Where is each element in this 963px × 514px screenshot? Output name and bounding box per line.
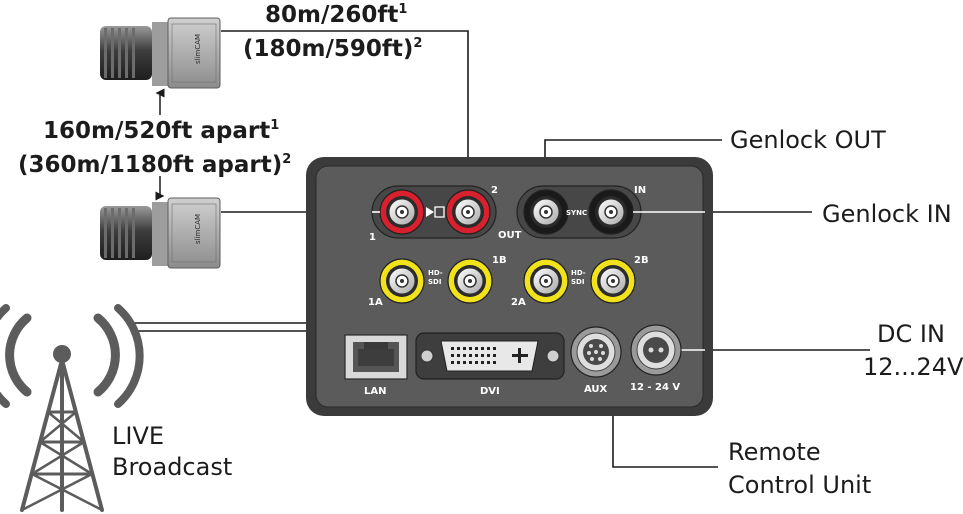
label-lan: LAN — [364, 386, 386, 397]
label-out-2: 2 — [491, 185, 498, 196]
bnc-sync-out[interactable] — [523, 189, 569, 235]
bnc-sdi-2a[interactable] — [523, 258, 569, 304]
broadcast-tower-icon — [0, 304, 144, 512]
label-hd-sdi-a-2: SDI — [428, 278, 441, 286]
label-hd-sdi-b-2: SDI — [571, 278, 584, 286]
camera-spacing-line1: 160m/520ft apart1 — [43, 118, 279, 144]
bnc-sdi-2b[interactable] — [590, 258, 636, 304]
live-label-2: Broadcast — [112, 453, 232, 481]
video-out-symbol-icon — [426, 206, 445, 218]
cable-length-line2: (180m/590ft)2 — [243, 36, 422, 62]
label-sdi-1a: 1A — [368, 297, 383, 308]
camera-top: slimCAM — [100, 17, 221, 89]
dc-in-label-2: 12...24V — [863, 353, 963, 381]
camera-brand-bottom: slimCAM — [194, 214, 202, 244]
bnc-out-1[interactable] — [379, 189, 425, 235]
camera-spacing-line2: (360m/1180ft apart)2 — [18, 152, 291, 178]
label-sync: SYNC — [566, 209, 587, 217]
label-sdi-1b: 1B — [492, 255, 507, 266]
label-out: OUT — [498, 230, 522, 241]
genlock-in-label: Genlock IN — [822, 200, 952, 228]
label-hd-sdi-b-1: HD- — [571, 269, 586, 277]
bnc-sdi-1b[interactable] — [447, 258, 493, 304]
bnc-out-2[interactable] — [445, 189, 491, 235]
dvi-port[interactable] — [415, 332, 565, 380]
lan-port[interactable] — [344, 334, 408, 380]
dc-in-connector[interactable] — [630, 324, 682, 376]
label-sdi-2b: 2B — [634, 255, 649, 266]
label-dvi: DVI — [480, 386, 500, 397]
label-sdi-2a: 2A — [511, 297, 526, 308]
bnc-sync-in[interactable] — [588, 189, 634, 235]
remote-label-1: Remote — [728, 438, 821, 466]
camera-brand-top: slimCAM — [194, 34, 202, 64]
dc-in-label-1: DC IN — [877, 320, 945, 348]
cable-length-line1: 80m/260ft1 — [265, 2, 407, 28]
label-hd-sdi-a-1: HD- — [428, 269, 443, 277]
cable-camera1-to-out2 — [221, 30, 469, 196]
label-power: 12 - 24 V — [630, 382, 680, 393]
genlock-out-label: Genlock OUT — [730, 126, 886, 154]
bnc-sdi-1a[interactable] — [379, 258, 425, 304]
label-out-1: 1 — [369, 232, 376, 243]
remote-label-2: Control Unit — [728, 471, 871, 499]
aux-connector[interactable] — [570, 326, 622, 378]
label-in: IN — [634, 185, 646, 196]
label-aux: AUX — [584, 384, 608, 395]
live-label-1: LIVE — [112, 422, 164, 450]
camera-bottom: slimCAM — [100, 197, 221, 269]
